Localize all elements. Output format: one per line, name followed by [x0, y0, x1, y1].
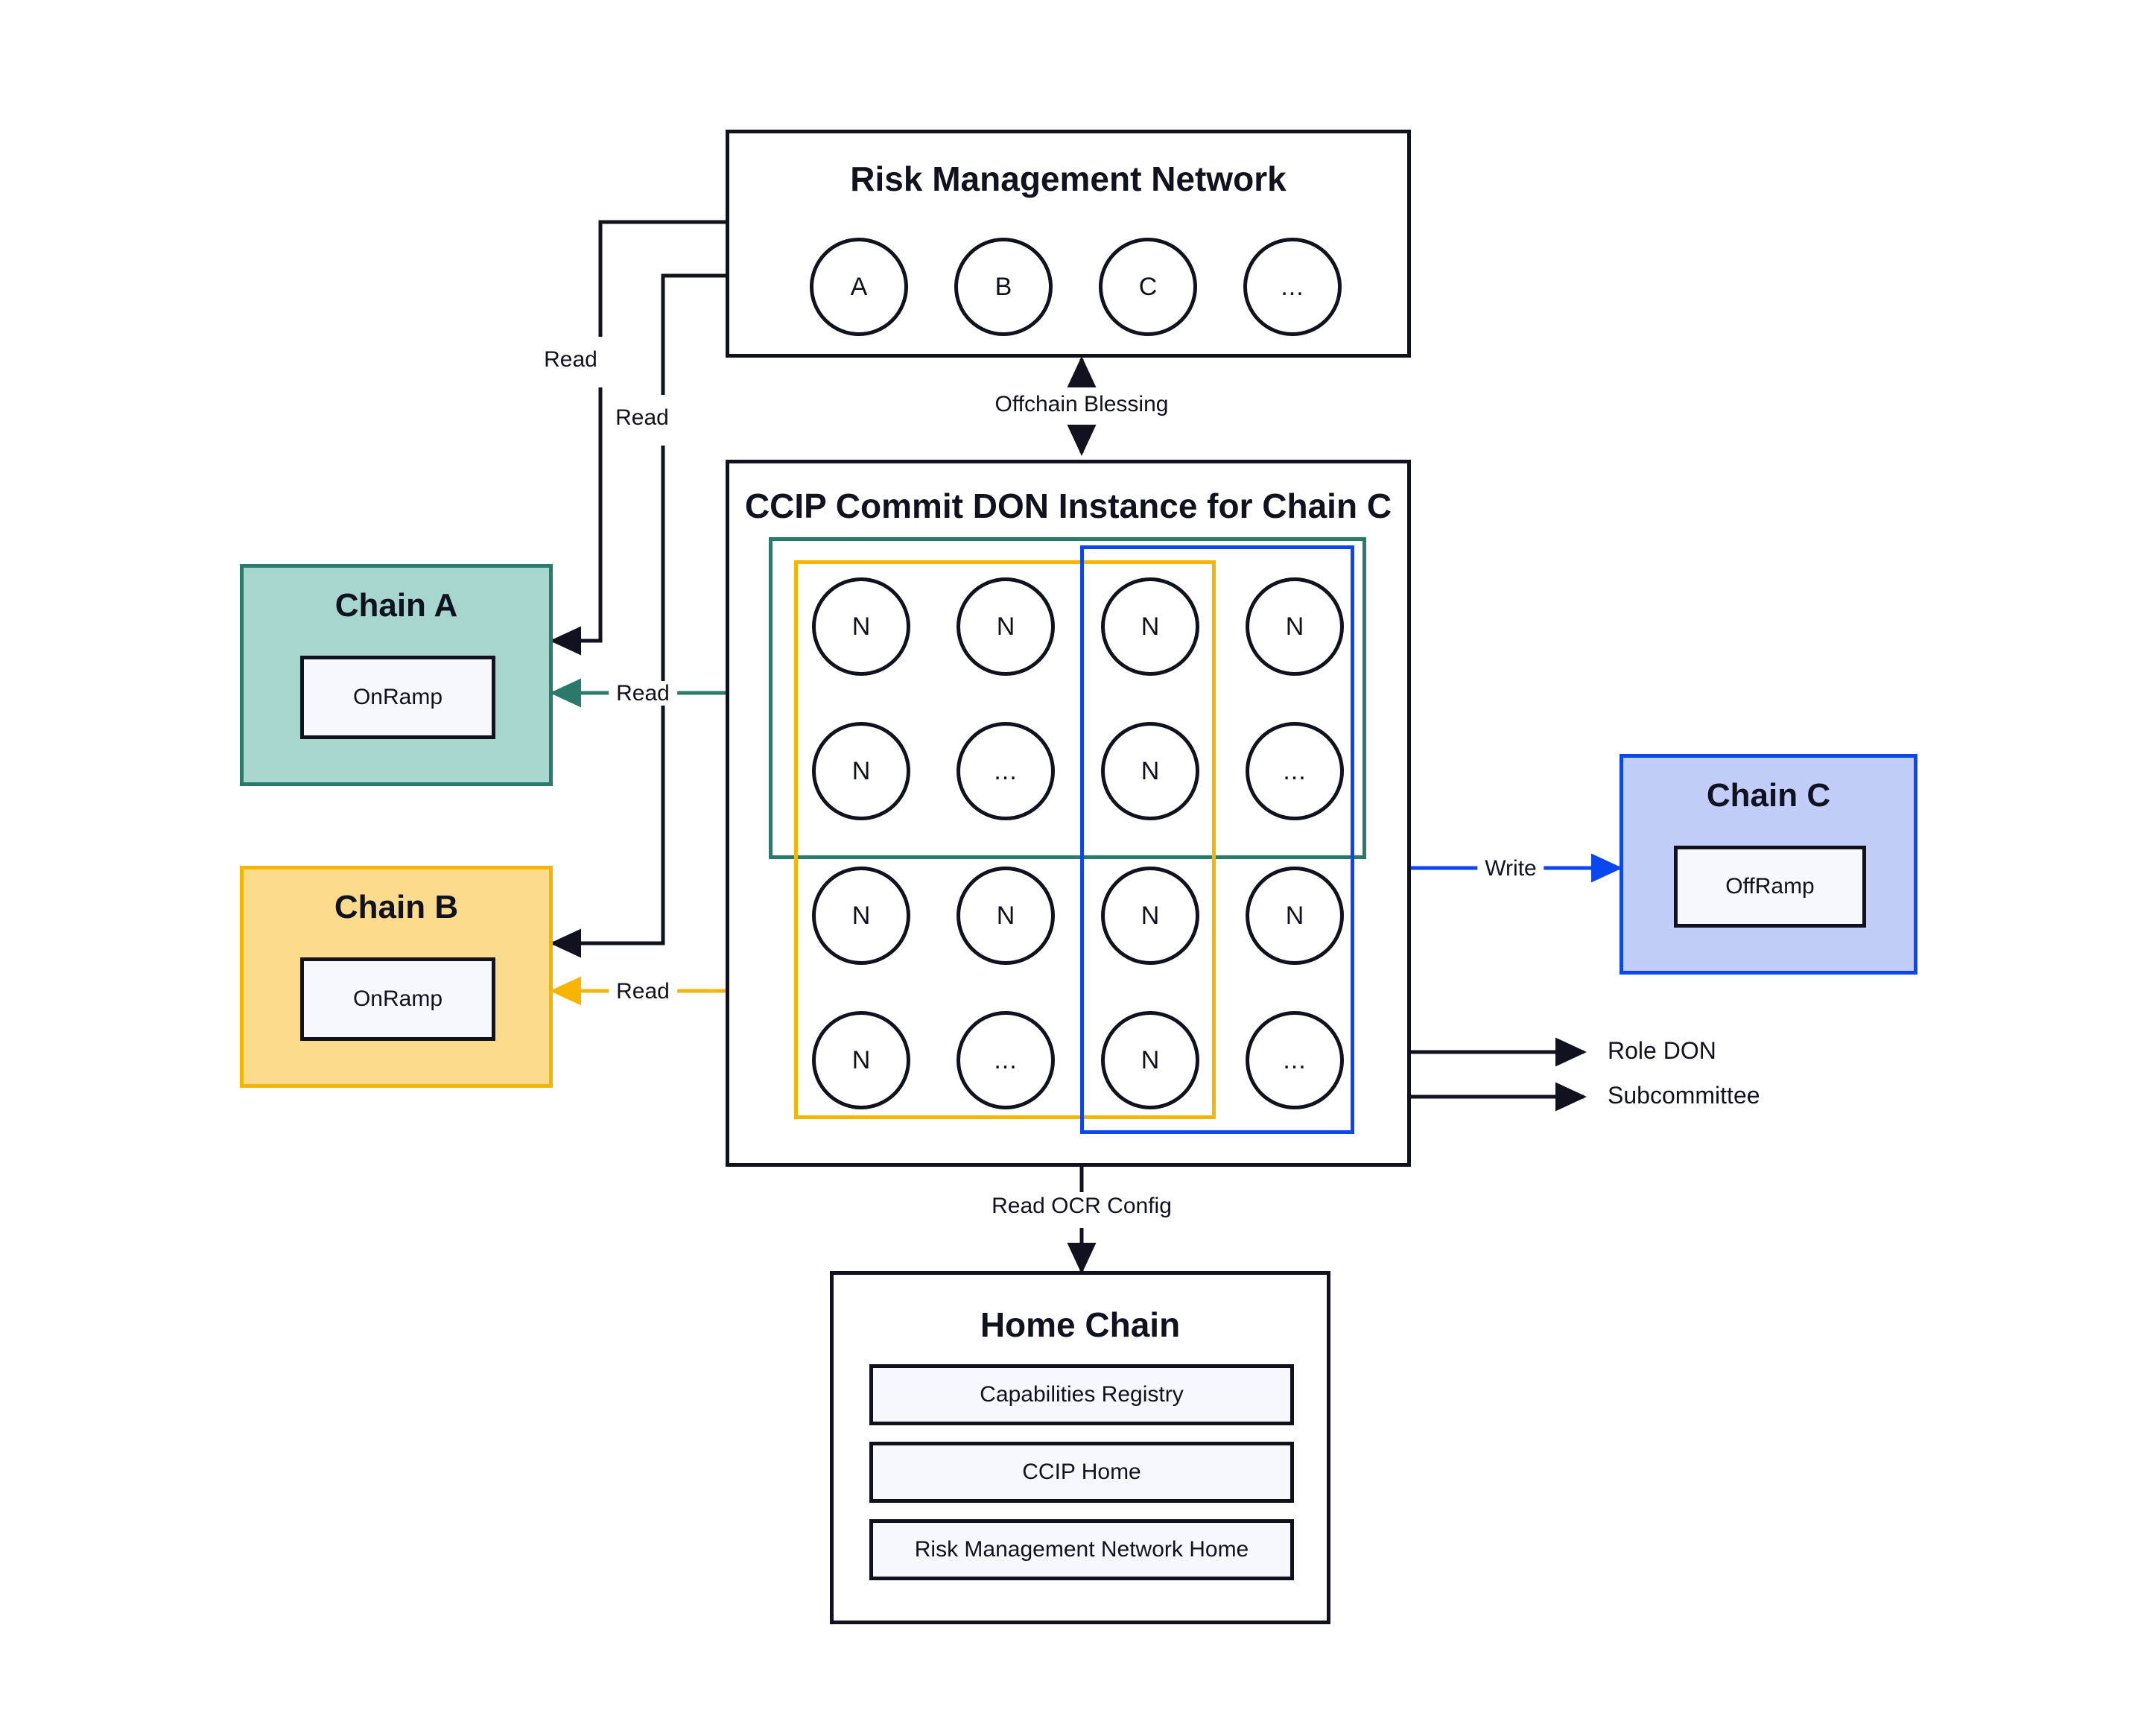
don-node-r1c1: N	[812, 577, 910, 676]
chain-c-offramp-label: OffRamp	[1725, 874, 1815, 899]
home-chain-item-ccip-home: CCIP Home	[869, 1442, 1294, 1503]
don-node-label: ...	[1283, 756, 1307, 785]
don-node-label: N	[851, 1045, 871, 1074]
chain-a-box: Chain A OnRamp	[240, 564, 553, 786]
risk-management-network-title: Risk Management Network	[850, 159, 1287, 198]
home-chain-box: Home Chain Capabilities Registry CCIP Ho…	[830, 1271, 1330, 1624]
edge-label-rmn-chain-a-read: Read	[536, 347, 605, 372]
don-node-label: ...	[994, 1045, 1018, 1074]
don-node-r3c2: N	[957, 867, 1055, 965]
chain-b-onramp-box: OnRamp	[300, 957, 495, 1041]
rmn-node-c-label: C	[1138, 272, 1158, 301]
don-node-label: N	[1141, 612, 1160, 641]
don-node-label: N	[1285, 612, 1304, 641]
don-node-r4c3: N	[1101, 1011, 1199, 1109]
don-node-r2c1: N	[812, 722, 910, 820]
don-node-label: N	[996, 612, 1015, 641]
home-chain-item-rmn-home: Risk Management Network Home	[869, 1519, 1294, 1580]
don-node-r2c2: ...	[957, 722, 1055, 820]
chain-b-onramp-label: OnRamp	[352, 986, 443, 1011]
rmn-node-c: C	[1099, 238, 1197, 336]
don-node-r2c4: ...	[1246, 722, 1344, 820]
teal-group-rect	[769, 537, 1366, 859]
orange-group-rect	[794, 560, 1216, 1119]
chain-a-onramp-box: OnRamp	[300, 656, 495, 739]
chain-b-box: Chain B OnRamp	[240, 866, 553, 1088]
rmn-node-b: B	[954, 238, 1053, 336]
don-node-r4c1: N	[812, 1011, 910, 1109]
edge-label-orange-read: Read	[609, 979, 677, 1004]
don-node-r4c2: ...	[957, 1011, 1055, 1109]
don-node-r1c3: N	[1101, 577, 1199, 676]
edge-label-blue-write: Write	[1477, 856, 1544, 881]
don-node-label: N	[1141, 1045, 1160, 1074]
chain-a-onramp-label: OnRamp	[352, 685, 443, 709]
rmn-node-ellipsis: ...	[1243, 238, 1342, 336]
don-node-label: ...	[994, 756, 1018, 785]
don-node-label: N	[1285, 901, 1304, 930]
edge-label-teal-read: Read	[609, 681, 677, 706]
home-chain-title: Home Chain	[980, 1305, 1181, 1344]
edge-label-read-ocr-config: Read OCR Config	[984, 1194, 1179, 1218]
chain-a-title: Chain A	[334, 587, 458, 624]
legend-role-don-label: Role DON	[1608, 1037, 1716, 1064]
commit-don-title: CCIP Commit DON Instance for Chain C	[744, 487, 1392, 525]
don-node-label: N	[851, 612, 871, 641]
legend-subcommittee-label: Subcommittee	[1608, 1082, 1760, 1109]
rmn-node-a-label: A	[850, 272, 868, 301]
edge-label-rmn-chain-b-read: Read	[608, 405, 676, 430]
don-node-r3c1: N	[812, 867, 910, 965]
don-node-label: N	[851, 901, 871, 930]
chain-c-title: Chain C	[1706, 777, 1831, 814]
don-node-r2c3: N	[1101, 722, 1199, 820]
commit-don-node-grid: N N N N N ... N ... N N N N N ... N	[812, 577, 1408, 1114]
home-chain-item-label: CCIP Home	[1022, 1460, 1141, 1484]
don-node-label: N	[996, 901, 1015, 930]
home-chain-item-capabilities-registry: Capabilities Registry	[869, 1364, 1294, 1425]
rmn-node-ellipsis-label: ...	[1281, 272, 1304, 301]
home-chain-item-label: Capabilities Registry	[980, 1382, 1184, 1407]
blue-group-rect	[1080, 545, 1354, 1134]
don-node-r3c4: N	[1246, 867, 1344, 965]
don-node-r4c4: ...	[1246, 1011, 1344, 1109]
don-node-label: ...	[1283, 1045, 1307, 1074]
rmn-node-b-label: B	[994, 272, 1012, 301]
don-node-label: N	[1141, 901, 1160, 930]
risk-management-network-box: Risk Management Network A B C ...	[726, 130, 1411, 358]
don-node-r1c2: N	[957, 577, 1055, 676]
don-node-r3c3: N	[1101, 867, 1199, 965]
chain-c-box: Chain C OffRamp	[1620, 754, 1917, 975]
don-node-r1c4: N	[1246, 577, 1344, 676]
don-node-label: N	[1141, 756, 1160, 785]
home-chain-item-label: Risk Management Network Home	[914, 1537, 1249, 1562]
rmn-node-a: A	[810, 238, 908, 336]
chain-b-title: Chain B	[334, 889, 459, 925]
don-node-label: N	[851, 756, 871, 785]
edge-rmn-to-chain-b	[549, 273, 727, 958]
chain-c-offramp-box: OffRamp	[1674, 846, 1866, 928]
edge-rmn-to-chain-a	[549, 220, 727, 656]
edge-label-offchain-blessing: Offchain Blessing	[987, 392, 1176, 416]
